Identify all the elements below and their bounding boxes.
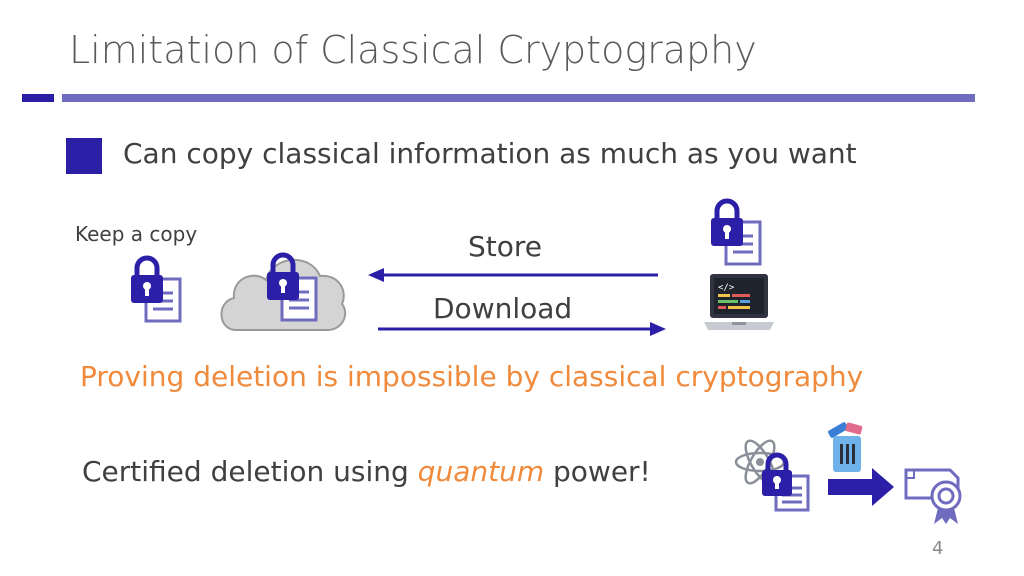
keep-copy-label: Keep a copy [75, 222, 198, 246]
certified-text-before: Certified deletion using [82, 455, 418, 488]
page-number: 4 [932, 538, 944, 559]
laptop-code-icon: </> [704, 274, 774, 330]
download-label: Download [433, 292, 573, 325]
certificate-icon [904, 468, 962, 524]
download-arrow-icon [378, 322, 666, 336]
cloud-icon [220, 252, 347, 331]
certified-deletion-text: Certified deletion using quantum power! [82, 455, 651, 488]
bullet-square-icon [66, 138, 102, 174]
title-rule-accent [22, 94, 54, 102]
arrow-right-icon [828, 468, 894, 506]
svg-text:</>: </> [718, 283, 735, 293]
certified-text-after: power! [544, 455, 651, 488]
atom-icon [734, 439, 810, 512]
bullet-text: Can copy classical information as much a… [123, 137, 857, 170]
title-rule [62, 94, 975, 102]
locked-document-icon [131, 255, 182, 323]
slide-title: Limitation of Classical Cryptography [69, 28, 757, 72]
locked-document-icon [711, 198, 762, 266]
trash-icon [828, 422, 863, 472]
store-arrow-icon [368, 268, 658, 282]
store-label: Store [468, 230, 543, 263]
proving-deletion-text: Proving deletion is impossible by classi… [80, 360, 864, 393]
quantum-emphasis: quantum [417, 455, 545, 488]
